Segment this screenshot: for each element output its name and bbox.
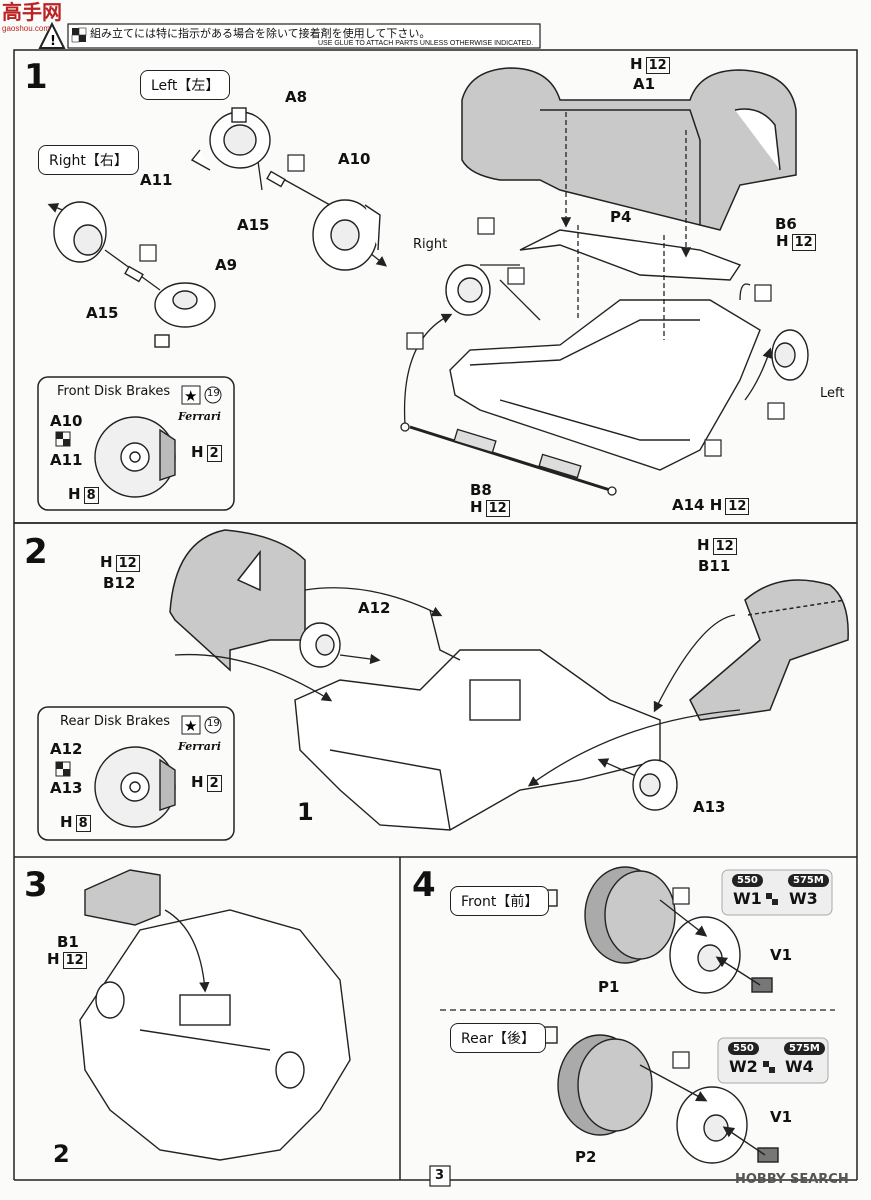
glue-warning-bar: ! [38,21,541,49]
part-a1: A1 [633,75,656,93]
part-p4: P4 [610,208,632,226]
front-legend-a-top: A10 [50,412,83,430]
step3-part-b1 [84,869,161,926]
warning-jp: 組み立てには特に指示がある場合を除いて接着剤を使用して下さい。 [90,27,431,40]
step2-hubs [299,622,678,811]
part-p2: P2 [575,1148,597,1166]
rear-brake-disc [94,746,176,828]
part-a15-lower: A15 [86,304,119,322]
glue-icons [139,154,785,1069]
watermark-url: gaoshou.com [2,24,51,33]
right-label: Right【右】 [38,145,139,175]
rear-variant-575m: 575M [784,1042,825,1055]
part-a11: A11 [140,171,173,189]
rear-legend-a-top: A12 [50,740,83,758]
step3-chassis [79,909,351,1161]
star-badges: ★ ★ [181,385,222,735]
step1-chassis [449,229,761,471]
svg-text:!: ! [50,34,56,49]
step1-number: 1 [24,57,48,97]
step3-ref-2: 2 [53,1140,70,1168]
checker-icon [71,27,87,43]
rear-variant-550: 550 [728,1042,759,1055]
panel-borders [13,49,858,1181]
svg-text:★: ★ [184,387,197,405]
front-variant-575m: 575M [788,874,829,887]
front-legend-badge: 19 [207,388,220,399]
step1-body-shell [461,67,797,231]
rear-legend-badge: 19 [207,718,220,729]
step4-number: 4 [412,865,436,905]
part-v1-rear: V1 [770,1108,793,1126]
svg-text:★: ★ [184,717,197,735]
part-a13: A13 [693,798,726,816]
step1-hubs [53,107,809,381]
front-legend-a-bot: A11 [50,451,83,469]
part-a15-upper: A15 [237,216,270,234]
front-label: Front【前】 [450,886,550,916]
part-v1-front: V1 [770,946,793,964]
step2-chassis [294,609,661,831]
part-w1: W1 [733,889,762,908]
step2-number: 2 [24,532,48,572]
rear-legend-a-bot: A13 [50,779,83,797]
part-b8: B8 [470,481,492,499]
front-wheel-assembly [584,866,773,994]
step1-tie-rod [400,422,617,496]
part-w2: W2 [729,1057,758,1076]
part-b6: B6 [775,215,797,233]
right-side-label: Right [413,237,448,252]
step2-shell-right [689,579,849,721]
front-legend-title: Front Disk Brakes [57,384,171,399]
page-number-box [429,1165,451,1187]
warning-en: USE GLUE TO ATTACH PARTS UNLESS OTHERWIS… [318,40,534,47]
rear-legend-brand: Ferrari [178,740,221,753]
step2-ref-1: 1 [297,798,314,826]
part-w4: W4 [785,1057,814,1076]
front-brake-disc [94,416,176,498]
part-b1: B1 [57,933,79,951]
part-a8: A8 [285,88,308,106]
part-a9: A9 [215,256,238,274]
rear-legend-frame [37,706,235,841]
front-legend-frame [37,376,235,511]
watermark-top: 高手网 [2,0,62,24]
rear-wheel-assembly [557,1034,779,1164]
part-a12: A12 [358,599,391,617]
part-b12: B12 [103,574,136,592]
checker-icons [55,431,778,1073]
rear-legend-title: Rear Disk Brakes [60,714,171,729]
page-number: 3 [435,1168,445,1183]
part-p1: P1 [598,978,620,996]
part-a10: A10 [338,150,371,168]
step3-number: 3 [24,865,48,905]
step1-arrows [47,112,773,426]
step3-arrow [164,909,210,993]
part-b11: B11 [698,557,731,575]
footer-watermark: HOBBY SEARCH [735,1172,849,1187]
part-w3: W3 [789,889,818,908]
front-variant-550: 550 [732,874,763,887]
rear-label: Rear【後】 [450,1023,547,1053]
step2-shell-left [169,529,306,672]
left-side-label: Left [820,386,845,401]
left-label: Left【左】 [140,70,231,100]
front-legend-brand: Ferrari [178,410,221,423]
